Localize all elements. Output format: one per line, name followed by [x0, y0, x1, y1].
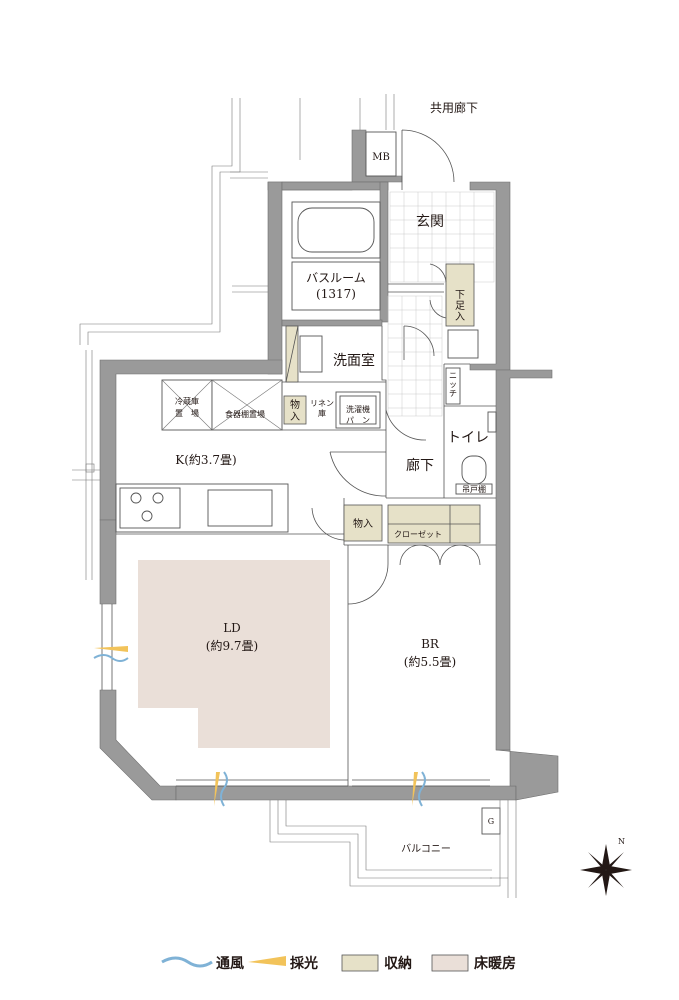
label-br: BR: [421, 637, 440, 651]
label-ld: LD: [223, 621, 241, 635]
balcony-outline: [269, 800, 517, 898]
ventilation-marker-ld-left: [93, 654, 129, 662]
label-shoe-storage-2: 足: [455, 300, 465, 312]
ventilation-marker-br-bottom: [418, 771, 426, 807]
label-toilet-shelf: 吊戸棚: [462, 484, 486, 494]
label-gas: G: [488, 817, 494, 826]
label-entrance: 玄関: [416, 213, 444, 230]
label-washer-2: パ ン: [346, 416, 370, 425]
legend-daylight-label: 採光: [290, 955, 318, 972]
label-balcony: バルコニー: [401, 843, 451, 855]
legend-ventilation-icon: [161, 956, 213, 968]
label-fridge-1: 冷蔵庫: [175, 396, 199, 406]
compass-icon: N: [580, 837, 632, 896]
fixtures: [115, 131, 501, 835]
label-common-corridor: 共用廊下: [430, 100, 478, 115]
label-shoe-storage-1: 下: [455, 290, 465, 301]
label-storage: 物入: [353, 517, 373, 530]
floor-heating-area: [138, 560, 330, 748]
label-mb: MB: [372, 152, 390, 163]
label-hallway: 廊下: [406, 457, 434, 474]
ventilation-daylight-markers: [93, 646, 426, 807]
exterior-lines: [72, 94, 395, 580]
label-niche-1: ニ: [449, 371, 457, 380]
label-kitchen: K(約3.7畳): [175, 452, 236, 467]
legend-storage-swatch: [341, 954, 379, 972]
label-washroom: 洗面室: [333, 352, 375, 369]
label-closet: クローゼット: [394, 529, 442, 539]
compass-north-label: N: [618, 837, 625, 846]
daylight-marker-br-bottom: [412, 772, 418, 806]
label-cupboard: 食器棚置場: [225, 409, 265, 419]
label-storage-small-2: 入: [290, 412, 300, 423]
room-labels: 共用廊下 MB 玄関 バスルーム (1317) 下 足 入 洗面室 ニ ッ チ …: [175, 100, 494, 855]
label-niche-2: ッ: [449, 380, 457, 389]
label-bathroom: バスルーム: [306, 271, 366, 285]
label-linen-1: リネン: [310, 399, 334, 408]
label-fridge-2: 置 場: [175, 408, 199, 418]
legend: 通風 採光 収納 床暖房: [161, 954, 516, 972]
label-bathroom-size: (1317): [316, 287, 356, 301]
label-br-size: (約5.5畳): [404, 654, 456, 669]
label-washer-1: 洗濯機: [346, 404, 370, 414]
label-niche-3: チ: [449, 389, 457, 398]
ventilation-marker-ld-bottom: [220, 771, 228, 807]
label-linen-2: 庫: [318, 408, 326, 418]
daylight-marker-ld-bottom: [214, 772, 220, 806]
label-storage-small-1: 物: [290, 398, 300, 411]
legend-ventilation-label: 通風: [216, 956, 244, 972]
walls: [99, 129, 559, 801]
label-ld-size: (約9.7畳): [206, 638, 258, 653]
legend-daylight-icon: [248, 956, 286, 966]
storage-areas: [283, 263, 481, 544]
legend-floor-heating-swatch: [431, 954, 469, 972]
daylight-marker-ld-left: [94, 646, 128, 652]
legend-floor-heating-label: 床暖房: [474, 955, 516, 972]
label-toilet: トイレ: [447, 430, 489, 446]
entrance-tiles: [387, 191, 495, 417]
legend-storage-label: 収納: [384, 955, 412, 972]
label-shoe-storage-3: 入: [455, 312, 465, 323]
